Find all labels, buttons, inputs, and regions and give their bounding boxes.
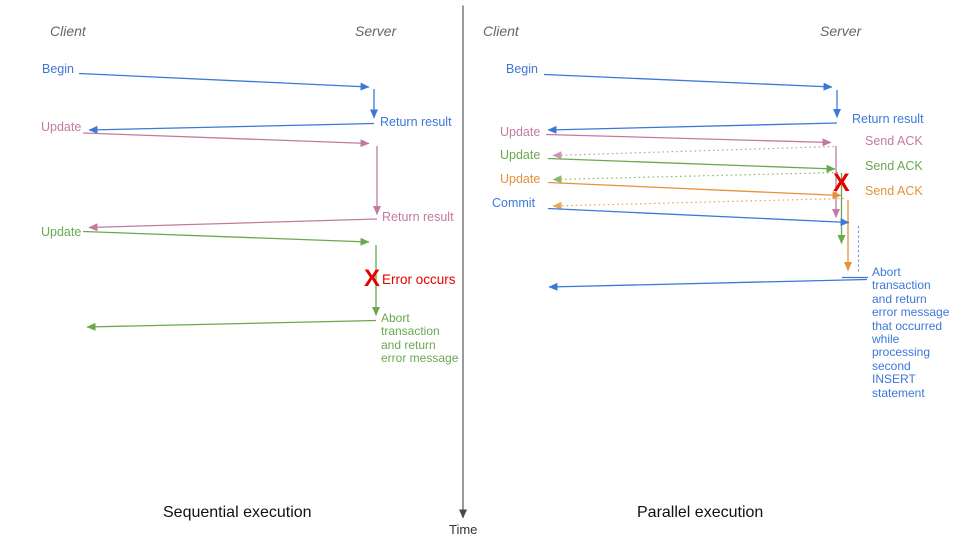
seq-return-result-2-label: Return result xyxy=(382,210,454,224)
par-update1-ack-dotted-arrow xyxy=(552,145,835,160)
par-update3-ack-dotted-arrow xyxy=(552,197,845,210)
seq-update-1-label: Update xyxy=(41,120,82,134)
time-axis-label: Time xyxy=(449,522,478,537)
par-commit-request-arrow xyxy=(547,207,850,227)
par-abort-message: Abort transaction and return error messa… xyxy=(872,265,950,400)
seq-begin-label: Begin xyxy=(42,62,74,76)
par-update2-ack-dotted-arrow xyxy=(552,171,839,184)
seq-client-header: Client xyxy=(50,23,86,39)
seq-error-occurs-label: Error occurs xyxy=(382,272,456,287)
par-begin-return-arrow xyxy=(547,122,838,134)
seq-abort-message: Abort transaction and return error messa… xyxy=(381,311,459,366)
seq-return-result-1-label: Return result xyxy=(380,115,452,129)
seq-panel-title: Sequential execution xyxy=(163,504,312,521)
par-send-ack-1-label: Send ACK xyxy=(865,134,923,148)
seq-abort-return-arrow xyxy=(86,319,377,331)
par-send-ack-2-label: Send ACK xyxy=(865,159,923,173)
par-return-result-label: Return result xyxy=(852,112,924,126)
par-update1-request-arrow xyxy=(545,133,832,147)
par-send-ack-3-label: Send ACK xyxy=(865,184,923,198)
par-client-header: Client xyxy=(483,23,519,39)
par-abort-return-arrow xyxy=(548,278,868,291)
seq-error-x-mark: X xyxy=(364,265,381,292)
par-update-3-label: Update xyxy=(500,172,541,186)
par-update-1-label: Update xyxy=(500,125,541,139)
seq-update2-request-arrow xyxy=(82,230,370,246)
par-begin-label: Begin xyxy=(506,62,538,76)
seq-update-2-label: Update xyxy=(41,225,82,239)
par-panel-title: Parallel execution xyxy=(637,504,764,521)
par-update-2-label: Update xyxy=(500,148,541,162)
par-commit-label: Commit xyxy=(492,196,536,210)
par-begin-request-arrow xyxy=(543,73,833,91)
seq-begin-return-arrow xyxy=(88,122,375,134)
seq-server-header: Server xyxy=(355,23,397,39)
seq-update1-return-arrow xyxy=(88,218,378,232)
par-server-header: Server xyxy=(820,23,862,39)
par-error-x-mark: X xyxy=(833,169,850,197)
par-update2-request-arrow xyxy=(547,157,836,173)
seq-begin-request-arrow xyxy=(78,72,370,91)
par-update3-request-arrow xyxy=(547,181,842,200)
seq-update1-request-arrow xyxy=(82,132,370,148)
